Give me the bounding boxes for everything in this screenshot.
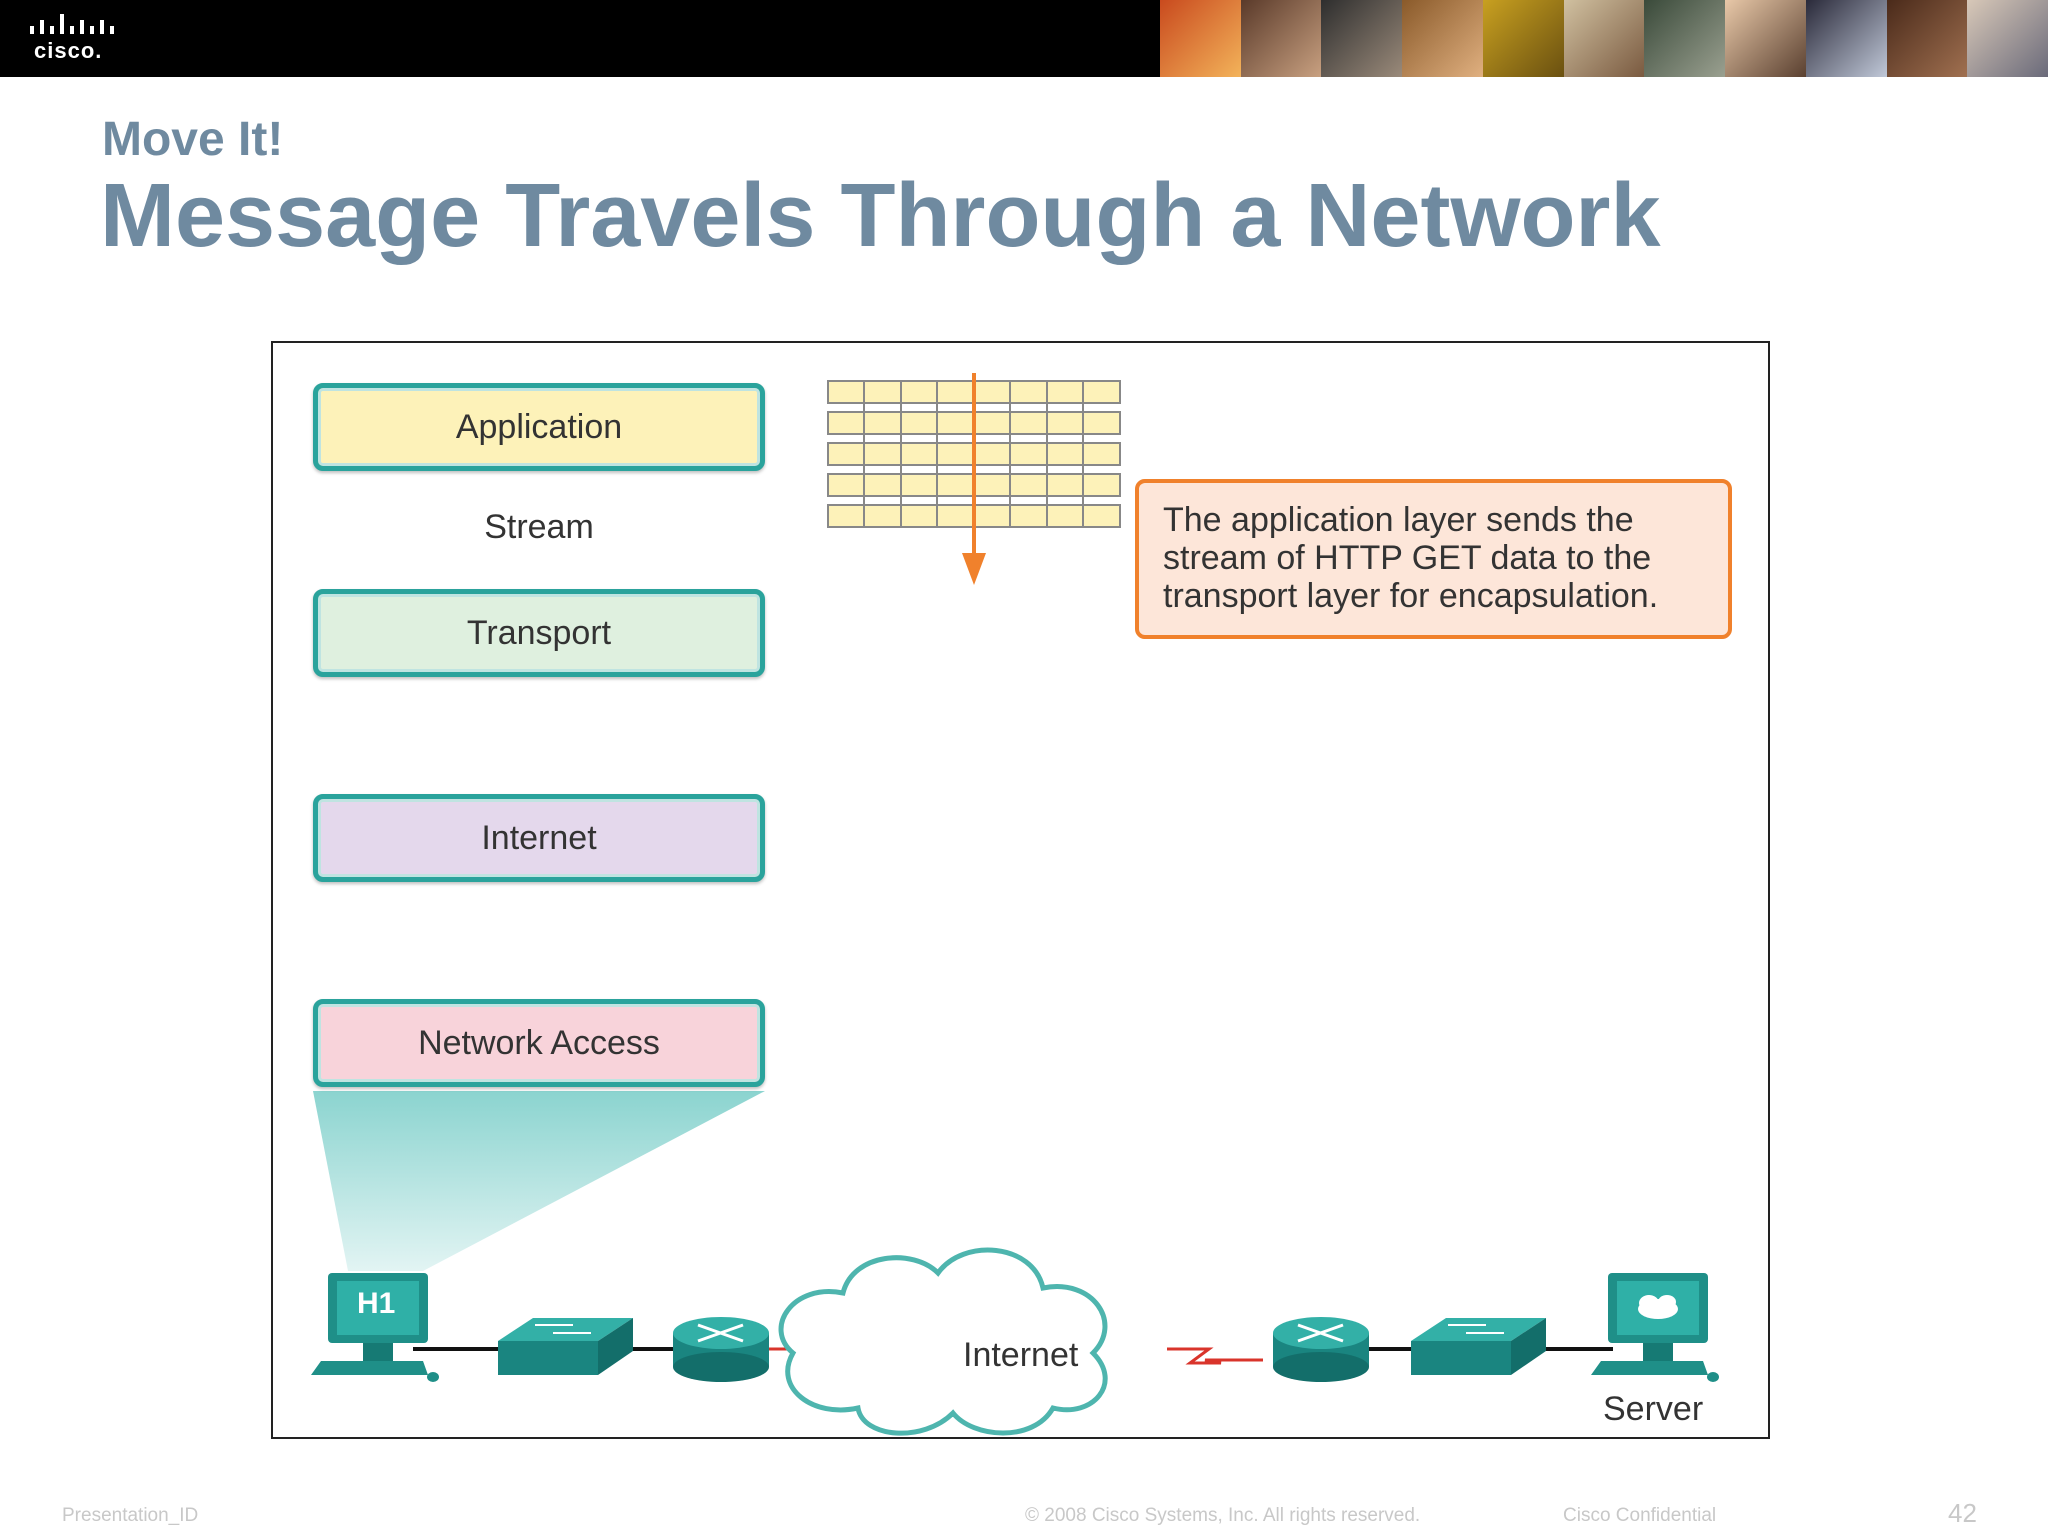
photo-tile bbox=[1240, 0, 1322, 77]
server-label: Server bbox=[1603, 1390, 1704, 1428]
router-icon bbox=[673, 1317, 769, 1382]
layer-application: Application bbox=[313, 383, 765, 471]
top-header-bar: cisco. bbox=[0, 0, 2048, 77]
down-arrow-icon bbox=[962, 373, 986, 585]
diagram-frame: Application Stream Transport Internet Ne… bbox=[271, 341, 1770, 1439]
layer-label: Application bbox=[455, 407, 623, 446]
presentation-id: Presentation_ID bbox=[62, 1505, 199, 1526]
cisco-logo-text: cisco. bbox=[34, 38, 103, 63]
layer-label: Network Access bbox=[418, 1023, 660, 1062]
layer-label: Internet bbox=[481, 818, 597, 857]
photo-tile bbox=[1886, 0, 1968, 77]
confidential-notice: Cisco Confidential bbox=[1563, 1505, 1717, 1526]
layer-label: Transport bbox=[466, 613, 612, 652]
photo-tile bbox=[1805, 0, 1887, 77]
explanation-callout: The application layer sends the stream o… bbox=[1135, 479, 1732, 639]
router-icon bbox=[1273, 1317, 1369, 1382]
switch-icon bbox=[498, 1318, 633, 1375]
server-computer-icon bbox=[1591, 1273, 1719, 1382]
cloud-label: Internet bbox=[963, 1336, 1079, 1374]
diagram-graphics bbox=[311, 373, 1719, 1436]
layer-network-access: Network Access bbox=[313, 999, 765, 1087]
stream-label: Stream bbox=[484, 508, 594, 546]
internet-cloud-icon bbox=[778, 1247, 1108, 1436]
layer-internet: Internet bbox=[313, 794, 765, 882]
photo-tile bbox=[1644, 0, 1726, 77]
projection-beam bbox=[313, 1091, 765, 1271]
slide-subtitle: Move It! bbox=[102, 113, 284, 166]
photo-tile bbox=[1725, 0, 1806, 77]
host-label: H1 bbox=[357, 1287, 396, 1320]
switch-icon bbox=[1411, 1318, 1546, 1375]
photo-tile bbox=[1321, 0, 1403, 77]
host-computer-icon bbox=[311, 1273, 439, 1382]
photo-tile bbox=[1402, 0, 1483, 77]
people-photo-strip bbox=[1160, 0, 2048, 77]
cisco-logo-icon bbox=[30, 14, 114, 34]
photo-tile bbox=[1967, 0, 2048, 77]
photo-tile bbox=[1160, 0, 1241, 77]
photo-tile bbox=[1482, 0, 1564, 77]
photo-tile bbox=[1563, 0, 1645, 77]
layer-transport: Transport bbox=[313, 589, 765, 677]
copyright-notice: © 2008 Cisco Systems, Inc. All rights re… bbox=[1025, 1505, 1421, 1526]
page-number: 42 bbox=[1948, 1498, 1977, 1528]
slide-title: Message Travels Through a Network bbox=[100, 166, 1661, 266]
